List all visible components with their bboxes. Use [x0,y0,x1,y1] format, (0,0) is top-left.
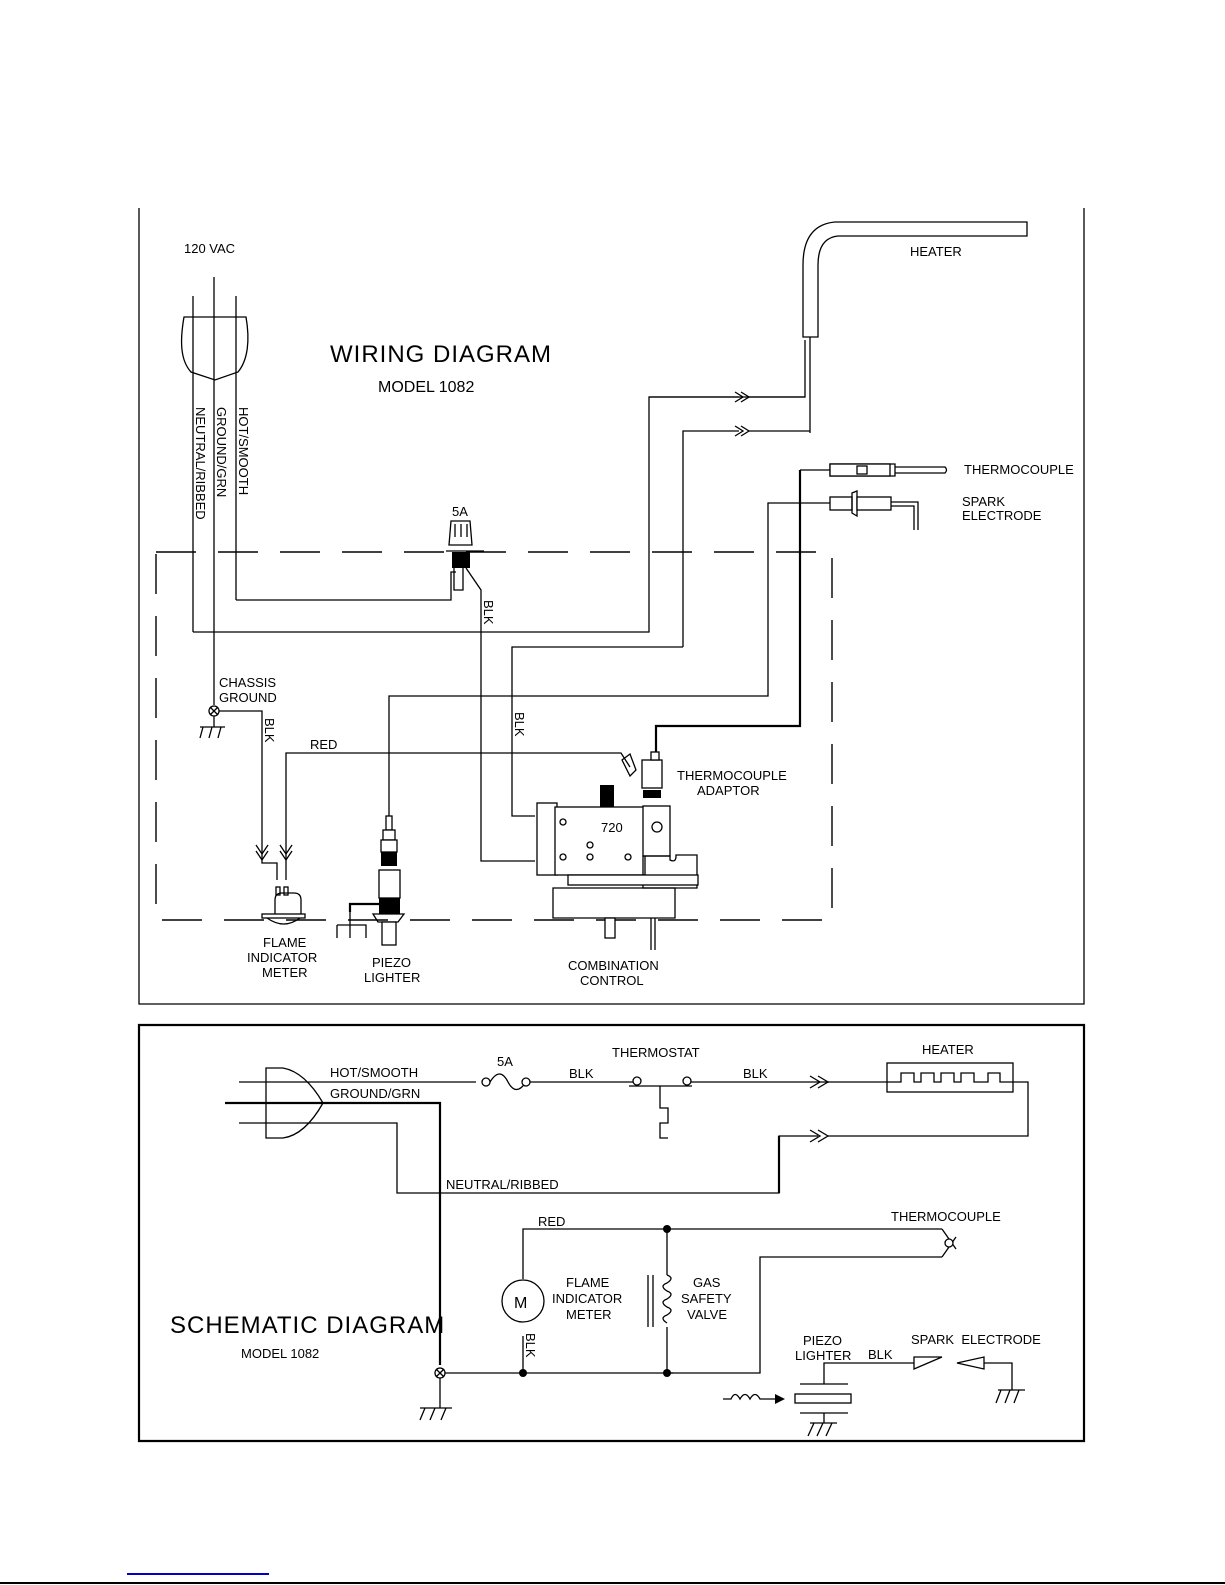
schematic-frame [137,1023,1086,1443]
gas-safety-valve-icon [647,1229,672,1373]
schem-piezo-label-2: LIGHTER [795,1348,851,1363]
wiring-frame [138,208,1085,1005]
control-wire-blk [511,646,683,817]
schem-fuse-label: 5A [497,1054,513,1069]
schem-thermocouple-icon [941,1228,957,1258]
schem-piezo-icon [723,1362,914,1437]
footer-link-underline[interactable] [127,1573,269,1575]
schematic-model: MODEL 1082 [241,1346,319,1361]
flame-label-3: METER [262,965,308,980]
piezo-label-2: LIGHTER [364,970,420,985]
neutral-to-heater-wire [193,340,806,633]
schem-neutral-label: NEUTRAL/RIBBED [446,1177,559,1192]
schem-heater-label: HEATER [922,1042,974,1057]
connector-icon [255,844,269,862]
chassis-ground-label-2: GROUND [219,690,277,705]
control-label-2: CONTROL [580,973,644,988]
wiring-diagram-panel: 120 VAC WIRING DIAGRAM MODEL 1082 NEUTRA… [138,208,1085,1005]
adaptor-label-2: ADAPTOR [697,783,760,798]
control-marking: 720 [601,820,623,835]
schem-spark-label: SPARK ELECTRODE [911,1332,1041,1347]
schem-piezo-label-1: PIEZO [803,1333,842,1348]
thermocouple-probe-icon [800,463,948,477]
chassis-ground-icon [199,705,225,739]
thermostat-icon [629,1076,692,1139]
flame-indicator-meter-icon [261,886,306,925]
valve-label-2: SAFETY [681,1291,732,1306]
schem-ground-wire [225,1101,442,1365]
red-wire [285,752,631,880]
schem-flame-label-2: INDICATOR [552,1291,622,1306]
schem-thermocouple-label: THERMOCOUPLE [891,1209,1001,1224]
schem-blk-label-2: BLK [743,1066,768,1081]
heater-label: HEATER [910,244,962,259]
valve-label-3: VALVE [687,1307,727,1322]
flame-label-1: FLAME [263,935,307,950]
footer-divider [0,1582,1225,1584]
piezo-lighter-icon [336,815,406,946]
wiring-model: MODEL 1082 [378,379,474,396]
chassis-ground-label-1: CHASSIS [219,675,276,690]
schem-blk-label-1: BLK [569,1066,594,1081]
meter-m-icon: M [501,1279,545,1323]
flame-label-2: INDICATOR [247,950,317,965]
combination-control-icon: 720 [536,751,699,950]
valve-label-1: GAS [693,1275,721,1290]
piezo-label-1: PIEZO [372,955,411,970]
thermocouple-wire [654,470,802,760]
meter-symbol: M [514,1295,527,1312]
power-plug-icon [180,316,249,381]
spark-electrode-icon [829,490,919,530]
schem-red-label: RED [538,1214,565,1229]
hot-to-fuse-wire [236,571,456,601]
schem-ground-label: GROUND/GRN [330,1086,420,1101]
schem-neutral-wire [239,1122,818,1194]
schem-flame-label-3: METER [566,1307,612,1322]
enclosure-outline [155,551,833,921]
schematic-title: SCHEMATIC DIAGRAM [170,1312,445,1339]
fuse-label: 5A [452,504,468,519]
adaptor-label-1: THERMOCOUPLE [677,768,787,783]
schem-fuse-icon [481,1073,531,1091]
schem-heater-icon [828,1062,1029,1137]
blk-label-fuse: BLK [481,600,496,625]
spark-electrode-wire [388,502,830,820]
schem-hot-label: HOT/SMOOTH [330,1065,418,1080]
red-label: RED [310,737,337,752]
schem-spark-electrode-icon [913,1356,1025,1404]
blk-label-ground: BLK [262,718,277,743]
control-label-1: COMBINATION [568,958,659,973]
fuse-holder-icon: 5A [446,504,484,591]
thermostat-label: THERMOSTAT [612,1045,700,1060]
schematic-diagram-panel: HOT/SMOOTH GROUND/GRN NEUTRAL/RIBBED 5A … [137,1023,1086,1443]
ground-label: GROUND/GRN [214,407,229,497]
fuse-to-control-wire [465,567,535,862]
supply-label: 120 VAC [184,241,235,256]
hot-label: HOT/SMOOTH [236,407,251,495]
control-to-heater-wire [682,430,739,647]
spark-label-2: ELECTRODE [962,508,1042,523]
heater-element-icon [802,221,1028,433]
spark-label-1: SPARK [962,494,1005,509]
blk-label-control: BLK [512,712,527,737]
wiring-title: WIRING DIAGRAM [330,341,552,368]
schem-flame-label-1: FLAME [566,1275,610,1290]
connector-icon [279,844,293,862]
neutral-label: NEUTRAL/RIBBED [193,407,208,520]
thermocouple-label: THERMOCOUPLE [964,462,1074,477]
schem-chassis-ground-icon [419,1367,452,1421]
meter-blk-wire [219,710,278,880]
schem-blk-label-piezo: BLK [868,1347,893,1362]
schem-blk-label-meter: BLK [523,1333,538,1358]
